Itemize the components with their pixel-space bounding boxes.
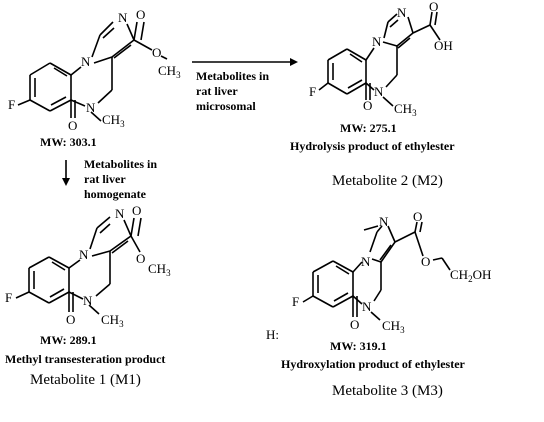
m2-n-imidazole: N xyxy=(397,5,407,20)
m3-n-amide: N xyxy=(362,299,372,314)
parent-ch3-n: CH3 xyxy=(102,112,125,129)
arrow-right-label-1: Metabolites in xyxy=(196,69,269,83)
m2-f: F xyxy=(309,84,316,99)
m2-ch3-n: CH3 xyxy=(394,101,417,118)
m3-o-ester2: O xyxy=(421,254,430,269)
m3-structure xyxy=(302,221,451,321)
m3-name: Metabolite 3 (M3) xyxy=(332,383,443,399)
arrow-down-label-3: homogenate xyxy=(84,187,147,201)
m1-f: F xyxy=(5,290,12,305)
m1-o-ester2: O xyxy=(136,251,145,266)
m3-n-ring: N xyxy=(361,254,371,269)
m2-mw: MW: 275.1 xyxy=(340,121,397,135)
parent-mw: MW: 303.1 xyxy=(40,135,97,149)
parent-o-ester2: O xyxy=(152,45,161,60)
arrow-right xyxy=(192,58,298,66)
m1-n-ring: N xyxy=(79,247,89,262)
m3-o-ester1: O xyxy=(413,209,422,224)
parent-o-ester1: O xyxy=(136,7,145,22)
m2-n-ring: N xyxy=(372,34,382,49)
arrow-down-label-2: rat liver xyxy=(84,172,126,186)
parent-f: F xyxy=(8,97,15,112)
arrow-right-label-2: rat liver xyxy=(196,84,238,98)
m2-name: Metabolite 2 (M2) xyxy=(332,173,443,189)
m1-ch3-n: CH3 xyxy=(101,312,124,329)
m2-description: Hydrolysis product of ethylester xyxy=(290,139,455,153)
arrow-down xyxy=(62,160,70,186)
m3-ch3-n: CH3 xyxy=(382,318,405,335)
m2-o-acid: O xyxy=(429,0,438,14)
m1-description: Methyl transesteration product xyxy=(5,352,165,366)
m1-structure xyxy=(15,216,142,315)
m1-n-amide: N xyxy=(83,293,93,308)
m1-o-carbonyl: O xyxy=(66,312,75,327)
m3-ch2oh: CH2OH xyxy=(450,267,491,284)
arrow-right-label-3: microsomal xyxy=(196,99,256,113)
arrow-down-label-1: Metabolites in xyxy=(84,157,157,171)
m1-n-imidazole: N xyxy=(115,206,125,221)
m1-ch3-ester: CH3 xyxy=(148,261,171,278)
m3-stray-text: H: xyxy=(266,327,279,342)
m1-name: Metabolite 1 (M1) xyxy=(30,372,141,388)
m2-oh: OH xyxy=(434,38,453,53)
m3-f: F xyxy=(292,294,299,309)
parent-n-ring: N xyxy=(81,54,91,69)
m2-n-amide: N xyxy=(374,84,384,99)
m2-o-carbonyl: O xyxy=(363,98,372,113)
parent-compound xyxy=(17,21,168,122)
parent-n-imidazole: N xyxy=(118,10,128,25)
m1-o-ester1: O xyxy=(132,203,141,218)
m3-description: Hydroxylation product of ethylester xyxy=(281,357,466,371)
parent-n-amide: N xyxy=(86,100,96,115)
m2-structure xyxy=(318,11,441,107)
m3-mw: MW: 319.1 xyxy=(330,339,387,353)
m3-n-imidazole: N xyxy=(379,214,389,229)
m3-o-carbonyl: O xyxy=(350,317,359,332)
parent-o-carbonyl: O xyxy=(68,118,77,133)
parent-ch3-ester: CH3 xyxy=(158,63,181,80)
m1-mw: MW: 289.1 xyxy=(40,333,97,347)
